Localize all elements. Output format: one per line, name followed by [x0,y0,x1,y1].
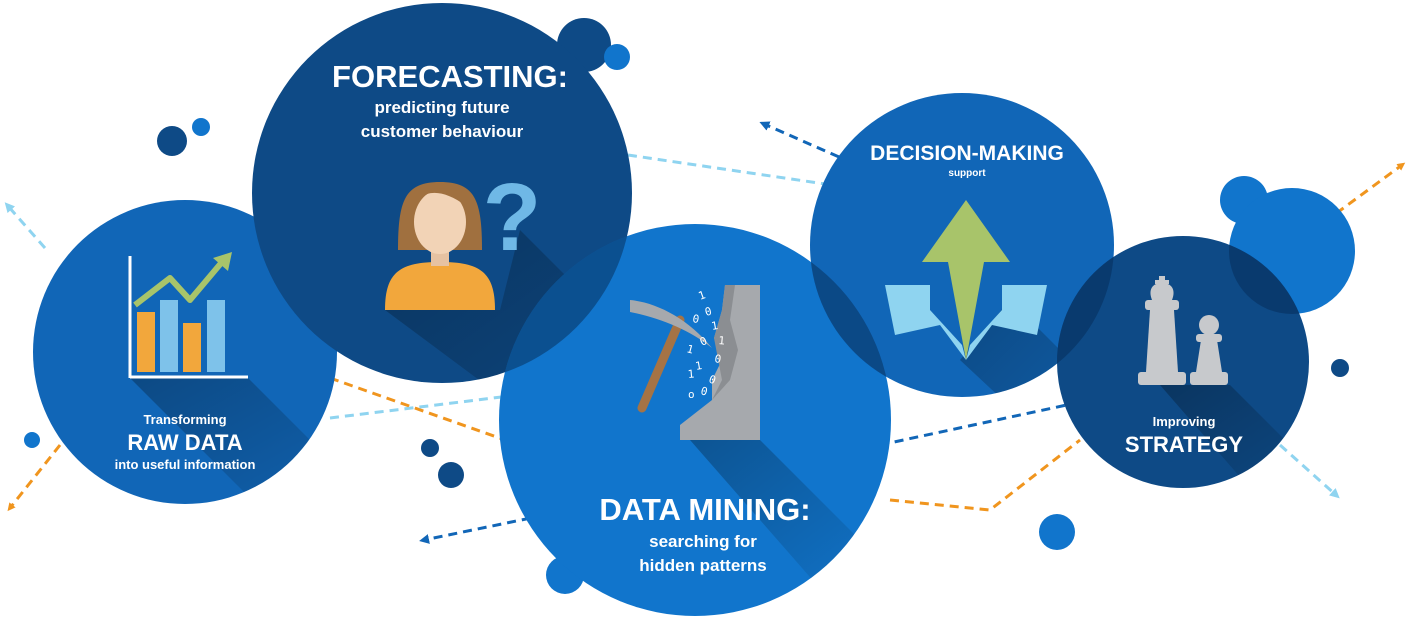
binary-digit: 0 [713,352,722,366]
binary-digit: 1 [710,319,719,333]
branching-arrows-icon [885,200,1047,360]
binary-digit: 0 [707,373,718,387]
forecasting-title: FORECASTING: [332,59,568,94]
chart-bar [160,300,178,372]
bubble [24,432,40,448]
raw-data-line1: Transforming [143,412,226,427]
data-mining-title: DATA MINING: [599,492,810,527]
person-shirt [385,262,495,310]
binary-digit: 0 [691,312,700,326]
binary-digit: 0 [703,305,713,319]
chart-bar [137,312,155,372]
bubble [192,118,210,136]
bubble [157,126,187,156]
chart-bar [207,300,225,372]
chart-bar [183,323,201,372]
question-mark-icon: ? [483,164,542,271]
bubble [604,44,630,70]
binary-digit: 0 [699,384,709,398]
dark-arrow-right [879,398,1091,447]
decision-making-circle: DECISION-MAKING support [810,93,1114,397]
person-question-icon: ? [385,164,541,310]
binary-digit: 1 [697,288,708,302]
orange-arrow-right [889,438,1081,512]
strategy-circle: Improving STRATEGY [1057,236,1309,488]
light-arrow-far-right [1279,443,1340,499]
decision-making-title: DECISION-MAKING [870,142,1064,165]
binary-digit: 1 [685,342,695,356]
binary-digit: o [688,388,695,401]
bubble [438,462,464,488]
forecasting-line1: predicting future [374,98,509,117]
orange-arrow-left [7,444,62,512]
binary-digit: 1 [694,359,703,373]
data-mining-line1: searching for [649,532,757,551]
bubble [421,439,439,457]
person-face [414,190,466,254]
bar-chart-rising-icon [128,252,248,379]
decision-making-line1: support [948,168,986,179]
raw-data-line3: into useful information [115,457,256,472]
chess-king-pawn-icon [1138,276,1228,385]
pick-head [630,300,712,348]
pick-handle [637,315,685,413]
bubble [1331,359,1349,377]
forecasting-line2: customer behaviour [361,122,524,141]
binary-digit: 1 [718,334,726,348]
light-arrow-left [4,202,47,249]
data-mining-line2: hidden patterns [639,556,767,575]
binary-digit: 0 [698,334,709,349]
raw-data-line2: RAW DATA [127,430,242,455]
strategy-line2: STRATEGY [1125,432,1243,457]
binary-digit: 1 [687,367,695,381]
bubble [1039,514,1075,550]
stone-wall [680,285,760,440]
strategy-line1: Improving [1153,414,1216,429]
